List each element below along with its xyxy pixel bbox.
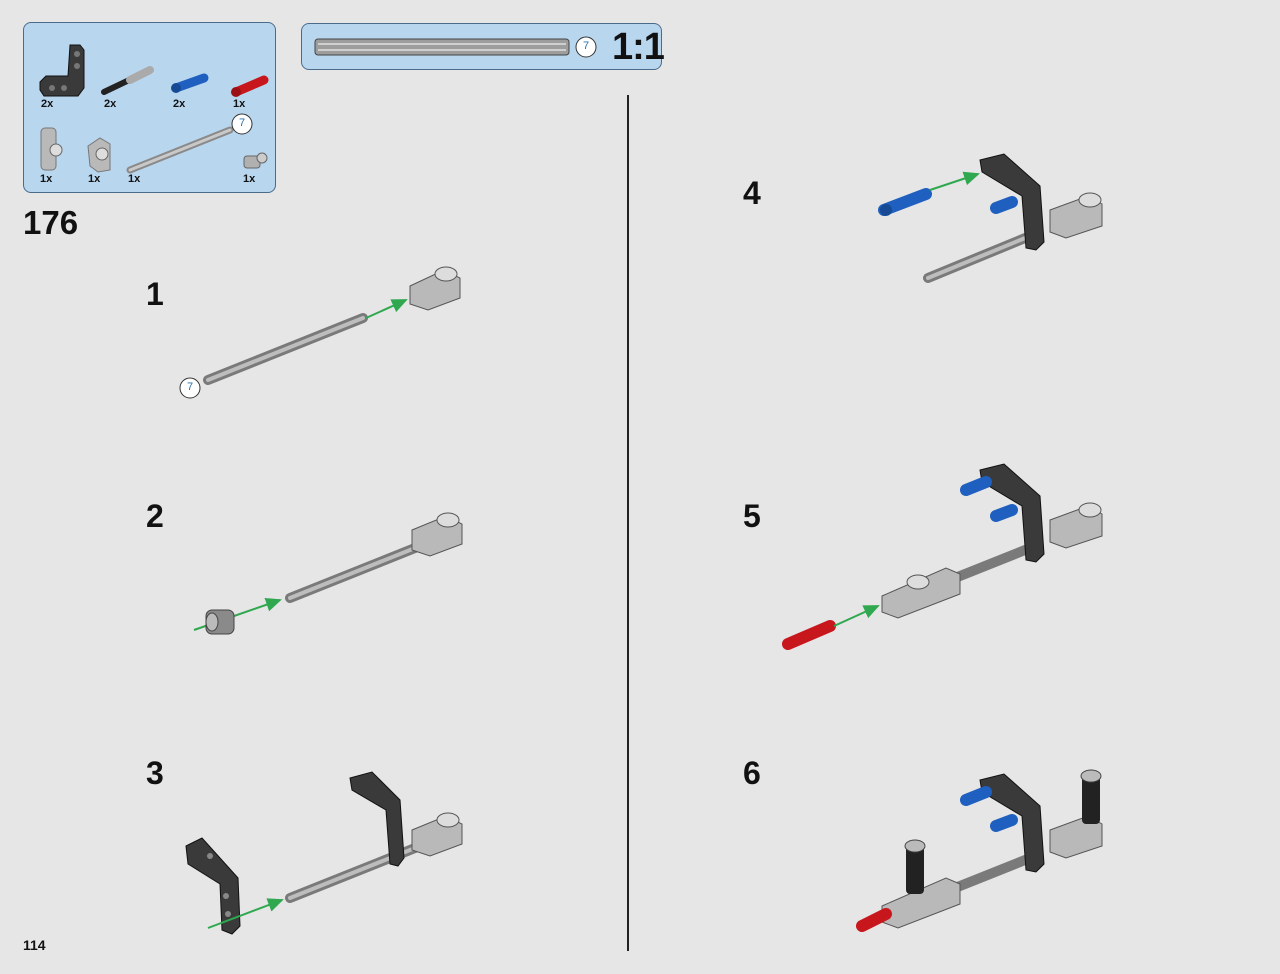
axle-connector-part-icon <box>40 127 63 171</box>
scale-axle-icon <box>314 36 597 58</box>
pin-connector-part-icon <box>87 137 111 173</box>
substep-label-3: 3 <box>146 755 164 791</box>
blue-pin-part-icon <box>171 73 209 93</box>
substep-label-4: 4 <box>743 175 761 211</box>
substep5-illustration <box>782 463 1103 650</box>
part-qty-red-axle-pin: 1x <box>233 98 246 110</box>
substep-label-1: 1 <box>146 276 164 312</box>
red-axle-pin-part-icon <box>231 75 269 97</box>
part-qty-pin-connector: 1x <box>88 173 101 185</box>
substep-label-6: 6 <box>743 755 761 791</box>
part-qty-bush: 1x <box>243 173 256 185</box>
substep2-illustration <box>193 512 463 635</box>
part-qty-black-axle: 2x <box>104 98 117 110</box>
black-axle-part-icon <box>101 66 154 95</box>
substep-label-2: 2 <box>146 498 164 534</box>
step-number: 176 <box>23 204 79 241</box>
scale-length-badge: 7 <box>582 40 590 52</box>
axle-length-badge-icon <box>231 113 253 135</box>
page-number: 114 <box>23 937 46 953</box>
substep4-illustration <box>878 153 1103 283</box>
scale-ratio-label: 1:1 <box>612 26 665 68</box>
substep1-length-badge: 7 <box>186 381 194 393</box>
part-qty-axle-connector: 1x <box>40 173 53 185</box>
substep-label-5: 5 <box>743 498 761 534</box>
part-qty-axle-7: 1x <box>128 173 141 185</box>
substep6-illustration <box>856 769 1103 932</box>
part-qty-blue-pin: 2x <box>173 98 186 110</box>
axle-length-badge: 7 <box>238 117 246 129</box>
part-qty-l-beam: 2x <box>41 98 54 110</box>
bush-part-icon <box>243 152 268 169</box>
substep3-illustration <box>185 771 463 935</box>
axle-7-part-icon <box>126 126 234 174</box>
page-divider <box>627 95 629 951</box>
substep1-illustration <box>179 266 461 399</box>
l-beam-part-icon <box>39 44 85 97</box>
